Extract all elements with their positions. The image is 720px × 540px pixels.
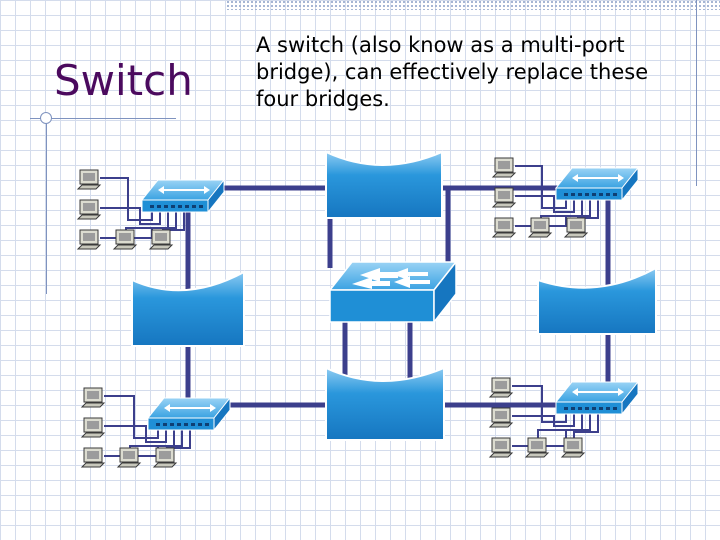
title-underline	[30, 118, 176, 119]
hub-top-right-body	[554, 166, 640, 202]
computer-icon	[488, 437, 514, 458]
hub-bottom-left	[80, 387, 232, 468]
computer-icon	[148, 229, 174, 250]
hub-top-left	[76, 169, 226, 250]
computer-icon	[80, 387, 106, 408]
bridge-left	[131, 270, 245, 347]
computer-icon	[488, 377, 514, 398]
computer-icon	[80, 417, 106, 438]
hub-bottom-right	[488, 377, 640, 458]
hub-top-left-body	[140, 178, 226, 214]
right-vertical-rule	[696, 0, 697, 186]
central-switch	[328, 259, 458, 325]
computer-icon	[488, 407, 514, 428]
left-vertical-rule	[46, 118, 47, 294]
hub-layer	[76, 157, 640, 468]
computer-icon	[76, 229, 102, 250]
computer-icon	[76, 199, 102, 220]
switch-arrows-icon	[352, 268, 430, 289]
bridge-bottom	[325, 366, 445, 441]
hub-bottom-left-body	[146, 396, 232, 432]
computer-icon	[560, 437, 586, 458]
computer-icon	[80, 447, 106, 468]
computer-icon	[112, 229, 138, 250]
hub-bottom-right-body	[554, 380, 640, 416]
computer-icon	[152, 447, 178, 468]
bridge-top	[325, 150, 443, 219]
bridge-right	[537, 266, 657, 335]
computer-icon	[563, 217, 589, 238]
computer-icon	[491, 157, 517, 178]
computer-icon	[491, 217, 517, 238]
top-dotted-band	[226, 0, 720, 10]
hub-top-left-cables	[100, 177, 185, 239]
rule-knob-icon	[40, 112, 52, 124]
computer-icon	[527, 217, 553, 238]
computer-icon	[116, 447, 142, 468]
slide-body-text: A switch (also know as a multi-port brid…	[256, 33, 649, 111]
computer-icon	[76, 169, 102, 190]
computer-icon	[524, 437, 550, 458]
hub-bottom-right-cables	[512, 385, 599, 447]
computer-icon	[491, 187, 517, 208]
slide-title: Switch	[54, 56, 193, 105]
hub-top-right	[491, 157, 640, 238]
